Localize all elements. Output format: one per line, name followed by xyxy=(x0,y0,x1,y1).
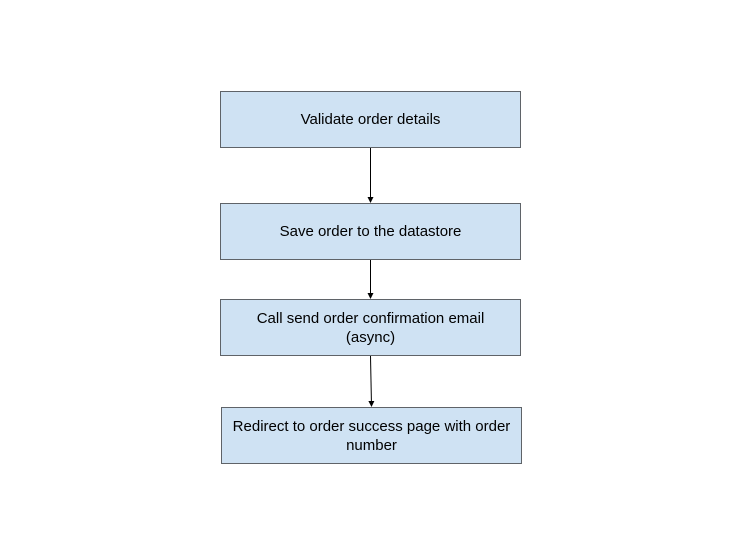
step-validate-order: Validate order details xyxy=(220,91,521,148)
step-save-order: Save order to the datastore xyxy=(220,203,521,260)
step-send-confirmation-email: Call send order confirmation email (asyn… xyxy=(220,299,521,356)
step-label: Validate order details xyxy=(300,111,441,128)
step-label: Call send order confirmation email (asyn… xyxy=(256,309,485,346)
step-redirect-success-page: Redirect to order success page with orde… xyxy=(221,407,522,464)
step-label: Redirect to order success page with orde… xyxy=(232,417,511,454)
arrow-step-3-to-4 xyxy=(368,355,375,407)
step-label: Save order to the datastore xyxy=(279,223,462,240)
